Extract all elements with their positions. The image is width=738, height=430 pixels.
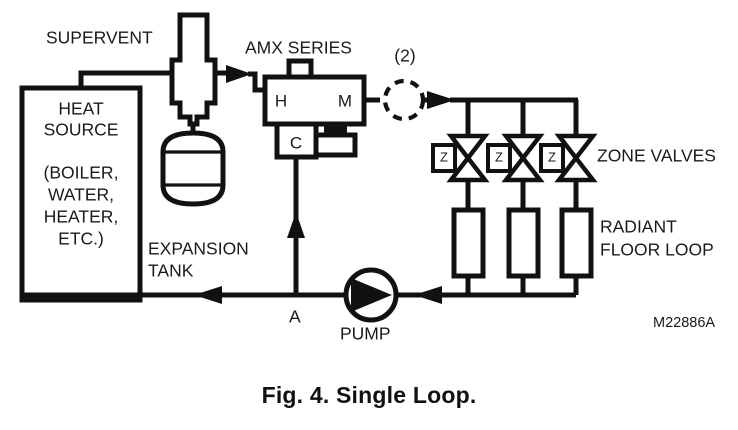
radiant-floor-loop-label-line2: FLOOR LOOP (600, 240, 714, 260)
heat-source-label-line3: (BOILER, (44, 163, 119, 183)
supervent-label: SUPERVENT (46, 28, 153, 48)
amx-actuator-stem (324, 124, 347, 135)
supervent-body (169, 12, 218, 127)
heat-source-label-line1: HEAT (58, 99, 104, 119)
expansion-tank-label-line2: TANK (148, 261, 194, 281)
return-flow-arrow-left (194, 286, 222, 304)
amx-actuator-block (313, 132, 358, 158)
dashed-circle-callout (382, 78, 426, 122)
zone-valve-3: Z (539, 133, 598, 210)
supply-pipe-to-supervent (78, 70, 183, 88)
heat-source-label-line4: WATER, (48, 185, 114, 205)
figure-caption: Fig. 4. Single Loop. (261, 382, 477, 408)
zone-valve-1-upper-body (446, 133, 490, 162)
zone-valve-2-actuator (486, 143, 512, 173)
amx-port-c-label: C (290, 133, 302, 152)
flow-arrow-to-amx (226, 65, 252, 83)
return-flow-arrow-right (414, 286, 442, 304)
amx-mixing-valve: H M C (262, 58, 380, 160)
amx-series-label: AMX SERIES (245, 38, 352, 58)
heat-source-label-line5: HEATER, (44, 207, 119, 227)
zone-valves-label: ZONE VALVES (597, 146, 716, 166)
zone-valve-2: Z (486, 133, 545, 210)
zone-valve-1-actuator (431, 143, 457, 173)
expansion-tank (160, 130, 226, 207)
zone-valve-3-actuator-label: Z (548, 149, 556, 164)
amx-port-h-label: H (275, 91, 287, 110)
pipe-supervent-to-amx-b (248, 71, 265, 93)
cold-branch-flow-arrow (287, 212, 305, 238)
zone-valve-3-upper-body (554, 133, 598, 162)
pump-impeller-arrow (351, 278, 392, 312)
amx-port-m-label: M (338, 91, 352, 110)
radiant-floor-loop-label-line1: RADIANT (600, 217, 677, 237)
expansion-tank-body (160, 130, 226, 207)
pump-label: PUMP (340, 324, 391, 344)
zone-valve-1-actuator-label: Z (440, 149, 448, 164)
heat-source-label-line6: ETC.) (58, 229, 104, 249)
supervent-air-vent (169, 12, 218, 127)
flow-arrow-to-header (427, 91, 455, 109)
radiant-floor-loop-3 (559, 207, 594, 279)
part-code-label: M22886A (653, 315, 715, 331)
zone-valve-2-actuator-label: Z (495, 149, 503, 164)
heat-source-label-line2: SOURCE (44, 120, 119, 140)
point-a-label: A (289, 307, 301, 327)
zone-valve-1: Z (431, 133, 490, 210)
heat-source-box (19, 85, 143, 303)
pump (343, 267, 399, 323)
radiant-floor-loop-2 (506, 207, 541, 279)
zone-valve-2-upper-body (501, 133, 545, 162)
radiant-floor-loop-1 (451, 207, 486, 279)
expansion-tank-label-line1: EXPANSION (148, 239, 249, 259)
quantity-note-label: (2) (394, 46, 415, 66)
zone-valve-3-actuator (539, 143, 565, 173)
